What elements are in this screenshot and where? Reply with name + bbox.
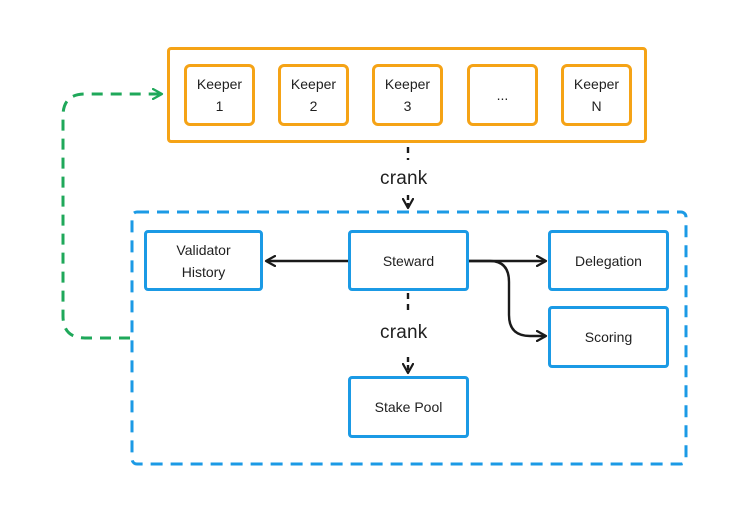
crank-label-top: crank [380,168,428,189]
keeper-n-node: Keeper N [561,64,632,126]
keepers-frame [167,47,647,143]
delegation-label: Delegation [575,252,642,269]
scoring-label: Scoring [584,329,633,345]
keeper-label: Keeper [573,76,620,92]
validator-history-node: Validator History [144,230,263,291]
keeper-label: ... [496,87,509,103]
keeper-index: 3 [403,98,412,114]
keeper-1-node: Keeper 1 [184,64,255,126]
keeper-label: Keeper [196,76,243,92]
keeper-label: Keeper [290,76,337,92]
keeper-ellipsis-node: ... [467,64,538,126]
keeper-3-node: Keeper 3 [372,64,443,126]
keeper-index: 2 [309,98,318,114]
validator-history-line2: History [181,263,226,280]
keeper-2-node: Keeper 2 [278,64,349,126]
steward-node: Steward [348,230,469,291]
keeper-index: 1 [215,98,224,114]
program-frame [130,210,688,466]
keeper-index: N [591,98,602,114]
delegation-node: Delegation [548,230,669,291]
stake-pool-node: Stake Pool [348,376,469,438]
steward-to-scoring-arrow [469,259,546,336]
steward-label: Steward [382,252,435,269]
stake-pool-label: Stake Pool [374,399,443,415]
validator-history-line1: Validator [176,241,231,258]
scoring-node: Scoring [548,306,669,368]
keeper-label: Keeper [384,76,431,92]
feedback-loop-arrow [61,94,162,340]
crank-label-bottom: crank [380,322,428,343]
